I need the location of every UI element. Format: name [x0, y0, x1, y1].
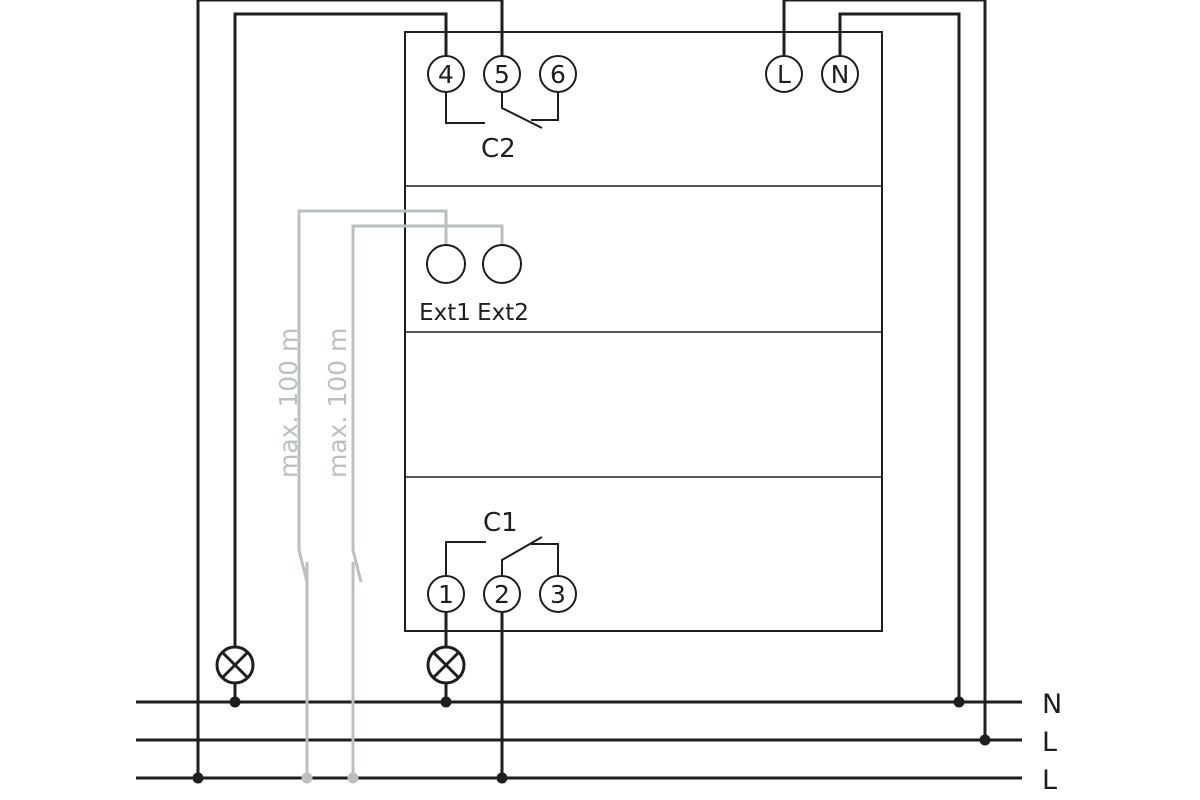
lamp-icon-cross	[431, 650, 461, 680]
terminal-n	[821, 55, 859, 93]
supply-n-wire	[838, 12, 961, 702]
ext2-terminal	[482, 244, 522, 284]
lamp1-wire-terminal-4	[233, 12, 448, 646]
junction-dot	[440, 696, 452, 708]
ext2-label: Ext2	[477, 300, 529, 326]
terminal-label: N	[831, 60, 850, 89]
terminal-3	[539, 575, 577, 613]
terminal-label: 4	[438, 60, 454, 89]
rail-label-l1: L	[1042, 727, 1057, 758]
terminal-l	[765, 55, 803, 93]
terminal-label: 5	[494, 60, 510, 89]
mains-wiring	[136, 0, 1022, 784]
ext1-wire	[297, 209, 448, 550]
terminal-label: 1	[438, 580, 454, 609]
terminal-6	[539, 55, 577, 93]
contact-c2-wire	[531, 91, 559, 121]
junction-dot	[347, 772, 359, 784]
contact-c1-wire	[445, 541, 486, 577]
junction-dot	[229, 696, 241, 708]
terminal-5	[483, 55, 521, 93]
terminal-label: 6	[550, 60, 566, 89]
cable-length-label: max. 100 m	[274, 328, 303, 478]
ext1-terminal	[426, 244, 466, 284]
extension-inputs: Ext1 Ext2	[419, 244, 529, 326]
terminal-2	[483, 575, 521, 613]
contact-c2-switch	[501, 91, 543, 129]
extension-wiring: max. 100 m max. 100 m	[274, 209, 504, 784]
rail-labels: N L L	[1042, 689, 1062, 796]
contact-c2-wire	[445, 91, 485, 124]
junction-dot	[496, 772, 508, 784]
ext1-label: Ext1	[419, 300, 471, 326]
junction-dot	[301, 772, 313, 784]
contact-c2-label: C2	[481, 134, 516, 164]
junction-dot	[192, 772, 204, 784]
supply-l-wire	[782, 0, 987, 740]
contact-c1-switch	[501, 536, 543, 577]
lamp-2	[426, 645, 466, 685]
terminal-4	[427, 55, 465, 93]
feed-wire-terminal-5	[196, 0, 504, 778]
rail-label-l2: L	[1042, 765, 1057, 796]
lamp-icon-cross	[220, 650, 250, 680]
terminal-label: 3	[550, 580, 566, 609]
pushbutton-ext2	[351, 549, 363, 583]
contact-c1: C1 1 2 3	[427, 508, 577, 613]
rail-label-n: N	[1042, 689, 1062, 720]
lamp-1	[215, 645, 255, 685]
junction-dot	[979, 734, 991, 746]
device-housing	[404, 31, 883, 632]
contact-c2: C2 4 5 6	[427, 55, 577, 164]
terminal-label: L	[777, 60, 791, 89]
terminal-1	[427, 575, 465, 613]
terminal-label: 2	[494, 580, 510, 609]
cable-length-label: max. 100 m	[323, 328, 352, 478]
ext2-wire	[351, 224, 504, 550]
junction-dot	[953, 696, 965, 708]
supply-terminals: L N	[765, 55, 859, 93]
contact-c1-wire	[531, 543, 559, 577]
contact-c1-label: C1	[483, 508, 518, 538]
